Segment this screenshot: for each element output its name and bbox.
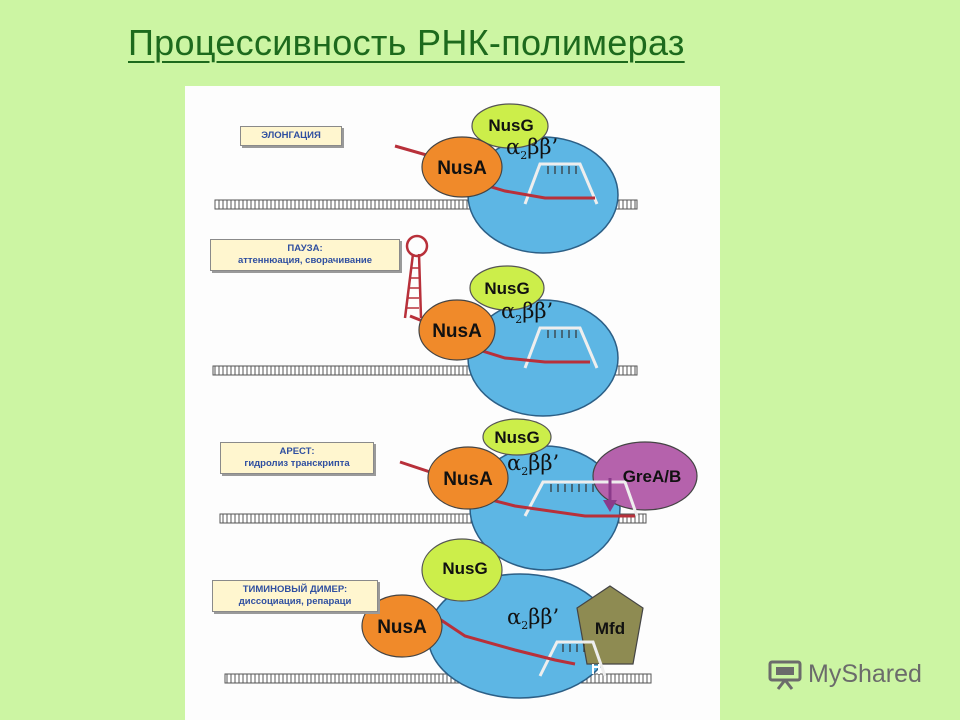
dna-duplex <box>219 513 647 524</box>
core-subunits-label: α2ββ’ <box>506 135 558 162</box>
core-subunits-label: α2ββ’ <box>501 299 553 326</box>
dna-duplex <box>224 673 652 684</box>
rna-polymerase-diagram: NusA NusG α2ββ’ NusA NusG α2ββ’ <box>185 86 720 720</box>
transcription-bubble <box>523 326 599 369</box>
nusa-protein <box>421 136 503 198</box>
panel-thymine-dimer: NusA NusG α2ββ’ Mfd <box>224 538 652 699</box>
stage-label-pause: ПАУЗА: аттеннюация, сворачивание <box>210 239 400 271</box>
stage-label-line: АРЕСТ: <box>279 446 315 457</box>
nusg-label: NusG <box>494 428 539 447</box>
stage-label-line: диссоциация, репараци <box>238 596 352 607</box>
rna-hairpin <box>403 234 429 319</box>
thymine-dimer-mark <box>592 664 600 674</box>
nusa-label: NusA <box>437 158 487 179</box>
stage-label-line: ПАУЗА: <box>287 243 323 254</box>
nusg-protein <box>421 538 503 602</box>
core-subunits-label: α2ββ’ <box>507 605 559 632</box>
slide-title: Процессивность РНК-полимераз <box>128 22 685 63</box>
dna-duplex <box>214 199 638 210</box>
nusa-protein <box>361 594 443 658</box>
stage-label-elongation: ЭЛОНГАЦИЯ <box>240 126 342 146</box>
transcription-bubble <box>523 162 599 205</box>
panel-arrest: NusA NusG α2ββ’ GreA/B <box>219 418 698 571</box>
panel-pause: NusA NusG α2ββ’ <box>212 234 638 417</box>
stage-label-thymine-dimer: ТИМИНОВЫЙ ДИМЕР: диссоциация, репараци <box>212 580 378 612</box>
stage-label-line: аттеннюация, сворачивание <box>237 255 373 266</box>
grea-b-protein <box>592 441 698 511</box>
transcription-bubble <box>523 480 639 517</box>
nusg-label: NusG <box>488 116 533 135</box>
nusg-label: NusG <box>484 279 529 298</box>
dna-duplex <box>212 365 638 376</box>
nusa-protein <box>418 299 496 361</box>
core-subunits-label: α2ββ’ <box>507 451 559 478</box>
nusa-label: NusA <box>432 321 482 342</box>
stage-label-arrest: АРЕСТ: гидролиз транскрипта <box>220 442 374 474</box>
nusg-protein <box>469 265 545 311</box>
nusg-protein <box>482 418 552 456</box>
nusa-label: NusA <box>443 469 493 490</box>
nusg-protein <box>471 103 549 149</box>
myshared-watermark: MyShared <box>768 656 922 692</box>
grea-b-label: GreA/B <box>623 467 682 486</box>
stage-label-line: ТИМИНОВЫЙ ДИМЕР: <box>242 584 348 595</box>
watermark-text: MyShared <box>808 659 922 688</box>
projector-screen-icon <box>768 660 802 690</box>
stage-label-line: ЭЛОНГАЦИЯ <box>261 130 321 141</box>
nusg-label: NusG <box>442 559 487 578</box>
stage-label-line: гидролиз транскрипта <box>244 458 350 469</box>
panel-elongation: NusA NusG α2ββ’ <box>214 103 638 254</box>
nusa-protein <box>427 446 509 510</box>
nusa-label: NusA <box>377 617 427 638</box>
mfd-label: Mfd <box>595 619 625 638</box>
